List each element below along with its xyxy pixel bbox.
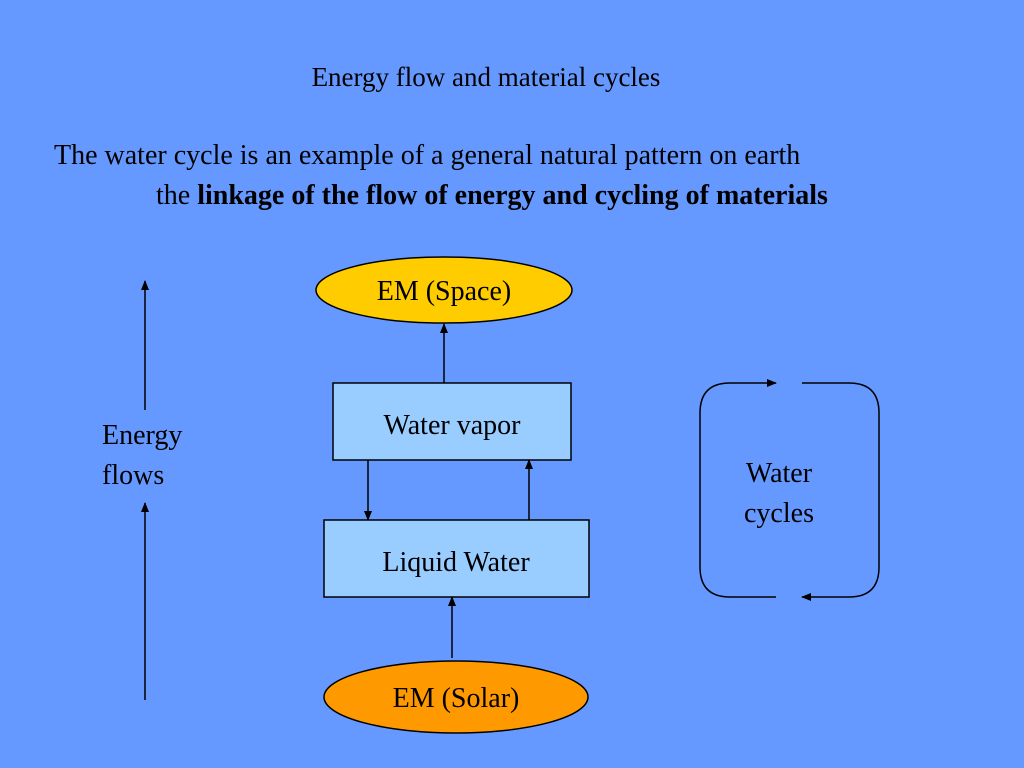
- energy-flows-label: Energy flows: [102, 416, 182, 496]
- water-cycles-label: Water cycles: [744, 454, 814, 534]
- water-vapor-node: Water vapor: [332, 382, 572, 461]
- intro-text-prefix: the: [156, 180, 198, 211]
- liquid-water-node: Liquid Water: [323, 519, 590, 598]
- liquid-water-label: Liquid Water: [382, 547, 530, 578]
- energy-flows-line1: Energy: [102, 420, 183, 451]
- water-cycle-arrow-left: [699, 379, 777, 598]
- intro-text-line1: The water cycle is an example of a gener…: [54, 140, 801, 171]
- em-solar-label: EM (Solar): [393, 683, 520, 714]
- water-vapor-label: Water vapor: [384, 410, 522, 441]
- em-space-node: EM (Space): [315, 256, 573, 324]
- slide-title: Energy flow and material cycles: [311, 62, 661, 92]
- energy-flows-line2: flows: [102, 460, 165, 491]
- intro-text-line2: the linkage of the flow of energy and cy…: [156, 180, 828, 212]
- em-space-label: EM (Space): [377, 276, 512, 307]
- water-cycle-arrow-right: [801, 382, 880, 601]
- em-solar-node: EM (Solar): [323, 660, 589, 734]
- water-cycles-line2: cycles: [744, 498, 814, 529]
- water-cycles-line1: Water: [745, 458, 813, 489]
- intro-text-bold: linkage of the flow of energy and cyclin…: [197, 180, 828, 211]
